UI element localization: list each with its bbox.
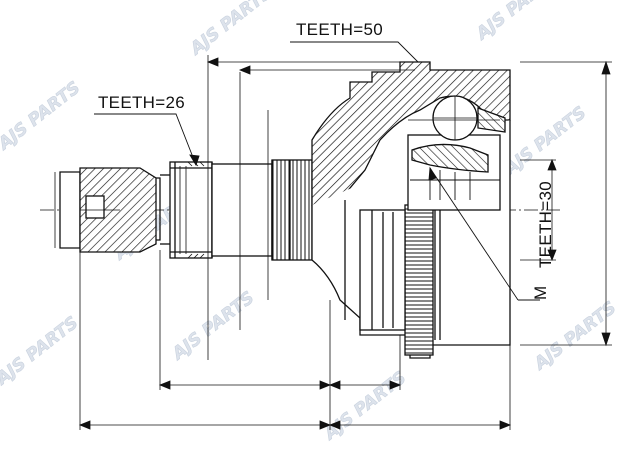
vertical-dimensions [54,55,612,430]
inner-spline-label: TEETH=30 [536,181,555,268]
shaft-end [59,167,170,253]
shaft-spline-label: TEETH=26 [98,93,185,112]
outer-spline-label: TEETH=50 [296,20,383,39]
label-leaders [94,41,540,301]
watermark-text: AJS PARTS [167,288,258,365]
shaft-splines [169,159,313,261]
watermark-text: AJS PARTS [0,313,82,390]
watermark-text: AJS PARTS [319,368,410,445]
watermark-text: AJS PARTS [0,78,84,155]
horizontal-dimensions [78,57,512,430]
watermark-text: AJS PARTS [185,0,276,60]
joint-outline [40,41,612,430]
watermark-text: AJS PARTS [499,103,590,180]
watermark-text: AJS PARTS [471,0,562,45]
inner-race [407,95,506,211]
thread-label: M [531,286,550,300]
